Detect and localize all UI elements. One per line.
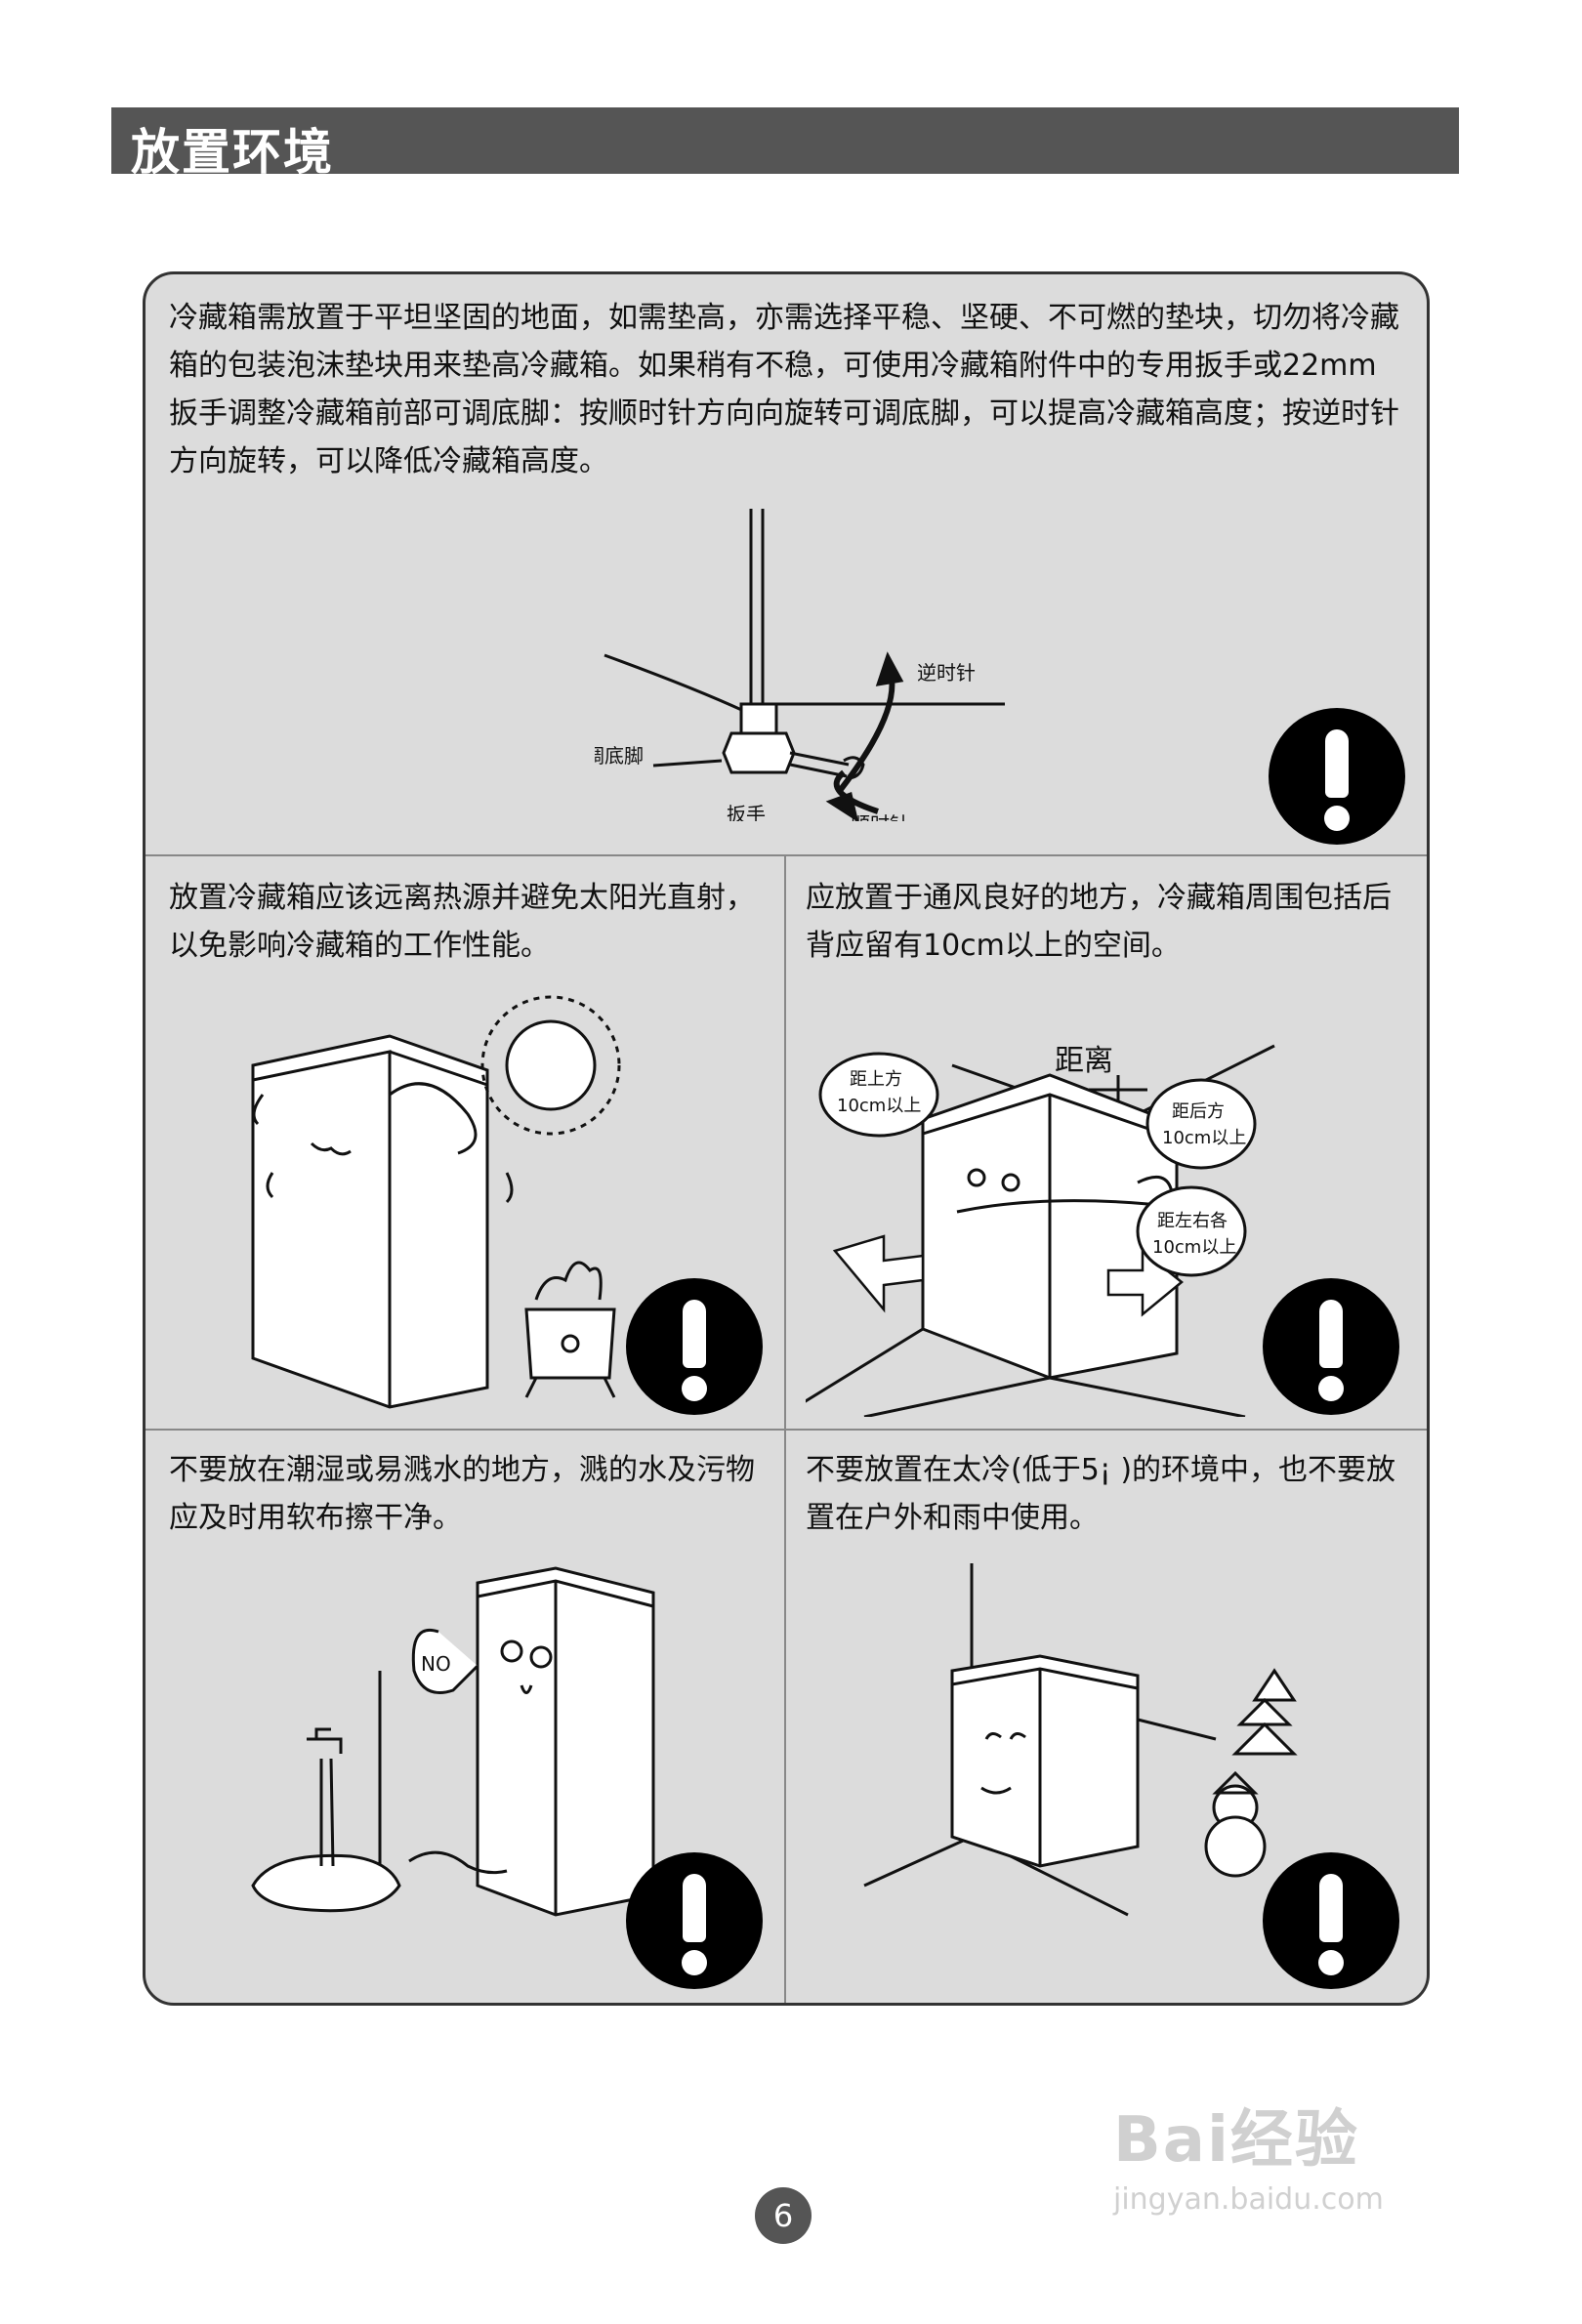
top-clearance-label: 距上方 xyxy=(850,1069,902,1090)
top-clearance-value: 10cm以上 xyxy=(837,1096,921,1116)
instruction-panel: 冷藏箱需放置于平坦坚固的地面，如需垫高，亦需选择平稳、坚硬、不可燃的垫块，切勿将… xyxy=(143,271,1430,2006)
cold-environment-illustration xyxy=(863,1563,1298,1917)
divider xyxy=(146,854,1427,856)
counterclockwise-label: 逆时针 xyxy=(917,661,976,685)
warning-icon xyxy=(626,1852,763,1989)
side-clearance-label: 距左右各 xyxy=(1157,1211,1228,1231)
section-title: 放置环境 xyxy=(131,124,334,181)
wrench-label: 扳手 xyxy=(727,803,766,821)
baidu-watermark: Bai经验 jingyan.baidu.com xyxy=(1113,2060,1484,2236)
distance-heading: 距离 xyxy=(1055,1044,1113,1078)
warning-icon xyxy=(626,1278,763,1415)
watermark-brand: Bai经验 xyxy=(1113,2104,1359,2177)
side-clearance-value: 10cm以上 xyxy=(1152,1237,1236,1258)
adjustable-foot-label: 可调底脚 xyxy=(595,744,644,768)
no-hand-label: NO xyxy=(421,1652,451,1676)
clockwise-label: 顺时针 xyxy=(851,812,909,821)
divider xyxy=(146,1429,1427,1431)
moisture-illustration: NO xyxy=(251,1566,655,1917)
adjustable-foot-illustration: 可调底脚 逆时针 扳手 顺时针 xyxy=(595,509,1005,821)
top-instruction-text: 冷藏箱需放置于平坦坚固的地面，如需垫高，亦需选择平稳、坚硬、不可燃的垫块，切勿将… xyxy=(169,301,1399,478)
watermark-url: jingyan.baidu.com xyxy=(1113,2182,1384,2217)
back-clearance-value: 10cm以上 xyxy=(1162,1128,1246,1148)
moisture-text: 不要放在潮湿或易溅水的地方，溅的水及污物应及时用软布擦干净。 xyxy=(169,1453,755,1535)
heat-source-text: 放置冷藏箱应该远离热源并避免太阳光直射，以免影响冷藏箱的工作性能。 xyxy=(169,881,755,963)
section-title-bar: 放置环境 xyxy=(111,107,1459,181)
clearance-distance-illustration: 距离 距上方 10cm以上 距后方 10cm以上 距左右各 10cm以上 xyxy=(806,1044,1275,1417)
warning-icon xyxy=(1263,1852,1399,1989)
warning-icon xyxy=(1269,708,1405,845)
page-number: 6 xyxy=(755,2187,812,2244)
ventilation-text: 应放置于通风良好的地方，冷藏箱周围包括后背应留有10cm以上的空间。 xyxy=(806,881,1392,963)
cold-environment-text: 不要放置在太冷(低于5¡ )的环境中，也不要放置在户外和雨中使用。 xyxy=(806,1453,1396,1535)
back-clearance-label: 距后方 xyxy=(1172,1101,1225,1122)
warning-icon xyxy=(1263,1278,1399,1415)
heat-and-sun-illustration xyxy=(251,995,621,1409)
